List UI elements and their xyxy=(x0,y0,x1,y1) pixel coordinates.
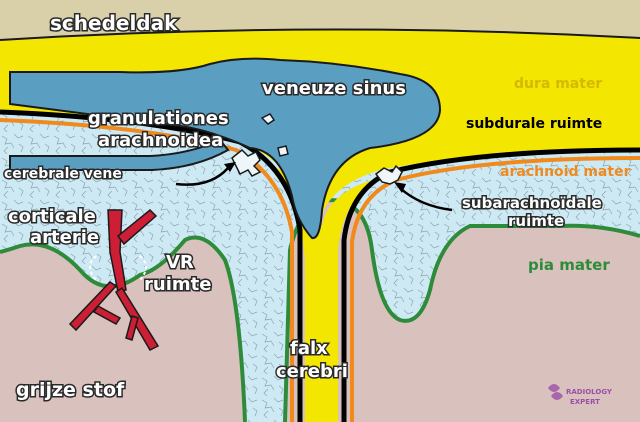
label-gray-matter: grijze stof xyxy=(16,379,125,401)
falx-cerebri xyxy=(262,160,380,422)
label-cortical-artery-2: arterie xyxy=(30,227,99,248)
label-subarachnoid-1: subarachnoïdale xyxy=(462,194,602,212)
subarachnoid-arrow-head xyxy=(394,182,406,193)
arachnoid-line-right xyxy=(350,156,640,422)
skull xyxy=(0,0,640,40)
granulation-arrow-head xyxy=(224,162,236,172)
radiology-expert-logo: RADIOLOGY EXPERT xyxy=(548,384,613,406)
subarachnoid-space xyxy=(0,110,640,422)
label-vr-2: ruimte xyxy=(144,274,211,295)
skull-edge xyxy=(0,28,640,41)
label-subdural-space: subdurale ruimte xyxy=(466,116,602,132)
arachnoid-granulation-left xyxy=(231,113,289,177)
label-vr-1: VR xyxy=(166,252,194,273)
label-venous-sinus: veneuze sinus xyxy=(262,78,406,99)
label-falx-1: falx xyxy=(290,338,328,359)
label-granulations-1: granulationes xyxy=(88,108,229,129)
label-skull: schedeldak xyxy=(50,11,178,35)
label-cortical-artery-1: corticale xyxy=(8,206,96,227)
label-cerebral-vein: cerebrale vene xyxy=(4,166,122,182)
cortical-artery xyxy=(68,208,160,351)
label-subarachnoid-2: ruimte xyxy=(508,212,564,230)
logo-text-1: RADIOLOGY xyxy=(566,388,613,396)
subdural-line-right xyxy=(341,147,640,422)
label-falx-2: cerebri xyxy=(276,361,348,382)
logo-text-2: EXPERT xyxy=(570,398,600,406)
pia-mater-line xyxy=(0,235,247,422)
label-arachnoid-mater: arachnoid mater xyxy=(500,164,631,180)
label-dura-mater: dura mater xyxy=(514,76,602,92)
label-pia-mater: pia mater xyxy=(528,256,610,274)
arachnoid-granulation-right xyxy=(374,164,403,185)
granulation-arrow xyxy=(175,167,229,186)
vr-space-outline xyxy=(89,255,147,281)
venous-sinus xyxy=(9,57,442,240)
label-granulations-2: arachnoidea xyxy=(98,130,223,151)
cerebral-vein xyxy=(9,138,230,171)
subarachnoid-arrow xyxy=(399,187,453,212)
